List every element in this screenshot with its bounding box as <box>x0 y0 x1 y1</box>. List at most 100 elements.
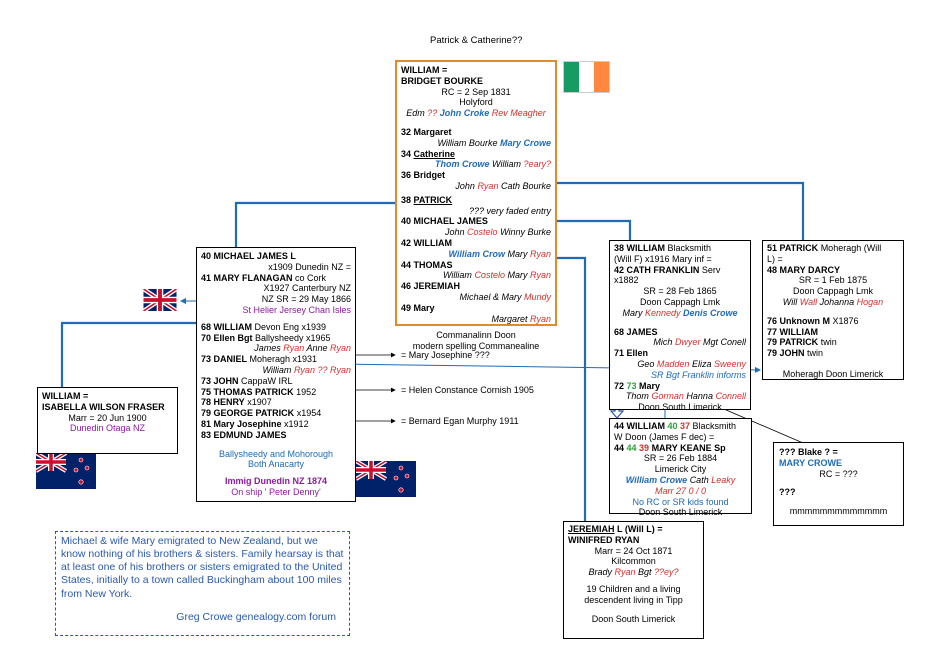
box-footer: Ballysheedy and Mohorough <box>218 448 334 459</box>
child-entry: 77 WILLIAM <box>767 326 818 337</box>
child-entry: 71 Ellen <box>614 348 649 359</box>
uk-flag-icon <box>143 289 177 311</box>
sponsors: John Costelo Winny Burke <box>401 227 551 238</box>
witness: Ryan <box>614 567 636 578</box>
spouse-name: 42 CATH FRANKLIN <box>614 264 700 275</box>
sponsor: ?eary? <box>523 159 551 170</box>
sponsor: William <box>492 159 521 170</box>
child-name: 75 THOMAS PATRICK <box>201 386 294 397</box>
child-entry: 40 MICHAEL JAMES <box>401 216 488 227</box>
sponsor: Hanna <box>686 391 713 402</box>
child-info: twin <box>818 337 837 348</box>
spouse-name: 48 MARY DARCY <box>767 264 841 275</box>
sponsor: Madden <box>656 358 690 369</box>
spouse-number: 44 <box>614 442 627 453</box>
sponsor: Dwyer <box>674 337 701 348</box>
sponsor: William Bourke <box>437 137 498 148</box>
death-info: X1927 Canterbury NZ <box>263 283 351 294</box>
age-note: 37 <box>680 421 691 431</box>
marriage-date: Marr = 24 Oct 1871 <box>594 545 673 556</box>
age-note: 44 <box>626 442 637 453</box>
sponsors: William Bourke Mary Crowe <box>401 138 551 149</box>
witness: John Croke <box>439 108 490 119</box>
age-note: 39 <box>639 442 650 453</box>
person-info: L) = <box>767 253 783 264</box>
sponsor: John <box>444 227 465 238</box>
child-name: 73 DANIEL <box>201 354 248 365</box>
marriage-date: Marr = 20 Jun 1900 <box>68 412 147 423</box>
child-entry: 70 Ellen Bgt Ballysheedy x1965 <box>201 333 351 344</box>
line-michael <box>234 201 398 250</box>
death-info: x1882 <box>614 275 639 286</box>
sponsor: Cath Bourke <box>500 180 551 191</box>
child-info: x1954 <box>294 408 322 419</box>
michael-james-box: 40 MICHAEL JAMES L x1909 Dunedin NZ = 41… <box>196 247 356 502</box>
sponsors: James Ryan Anne Ryan <box>201 343 351 354</box>
place: Holyford <box>459 97 493 108</box>
ireland-flag-icon <box>563 61 610 93</box>
spouse-name: MARY CROWE <box>779 457 842 468</box>
death-info: x1909 Dunedin NZ = <box>268 261 351 272</box>
child-name: 78 HENRY <box>201 397 245 408</box>
child-entry: 32 Margaret <box>401 126 452 137</box>
spouse-name: WINIFRED RYAN <box>568 534 640 545</box>
child-entry: 78 HENRY x1907 <box>201 397 351 408</box>
marriage-date: NZ SR = 29 May 1866 <box>261 294 351 305</box>
sponsor: Mundy <box>523 291 551 302</box>
informant-note: SR Bgt Franklin informs <box>650 369 746 380</box>
sponsor: Ryan <box>329 343 351 354</box>
annotation-text: = Helen Constance Cornish 1905 <box>401 385 534 395</box>
spouse-line: 42 CATH FRANKLIN Serv <box>614 265 746 276</box>
child-info: CappaW IRL <box>238 375 293 386</box>
line-william-fraser <box>60 321 196 388</box>
witness: Hogan <box>856 296 884 307</box>
child-entry: 36 Bridget <box>401 170 446 181</box>
child-entry: 42 WILLIAM <box>401 237 452 248</box>
child-info: 1952 <box>293 386 317 397</box>
sponsor: Anne <box>306 343 328 354</box>
marriage-place: St Helier Jersey Chan Isles <box>242 304 351 315</box>
sponsors: William Ryan ?? Ryan <box>201 365 352 376</box>
sponsor: Gorman <box>651 391 684 402</box>
records-note: No RC or SR kids found <box>632 496 729 507</box>
marriage-place: Kilcommon <box>611 556 656 567</box>
william-blacksmith-box: 38 WILLIAM Blacksmith (Will F) x1916 Mar… <box>609 240 751 412</box>
box-heading: WILLIAM = <box>42 391 89 401</box>
person-info: W Doon (James F dec) = <box>614 431 715 442</box>
child-entry: 38 PATRICK <box>401 195 551 206</box>
child-name: 73 JOHN <box>201 375 239 386</box>
rc-date: RC = 2 Sep 1831 <box>441 86 511 97</box>
person-name: 38 WILLIAM <box>614 243 665 253</box>
marriage-place: Doon Cappagh Lmk <box>792 286 874 297</box>
sponsors: ??? very faded entry <box>468 205 551 216</box>
child-entry: 68 JAMES <box>614 326 658 337</box>
placeholder-entry: mmmmmmmmmmmmm <box>789 506 888 517</box>
note-text: Michael & wife Mary emigrated to New Zea… <box>61 535 344 600</box>
sponsor: William <box>443 270 472 281</box>
sponsor: Michael & Mary <box>459 291 522 302</box>
marriage-place: Limerick City <box>654 464 707 475</box>
occupation: Blacksmith <box>690 421 737 431</box>
child-info: Ballysheedy x1965 <box>252 332 331 343</box>
witness: Kennedy <box>644 307 681 318</box>
child-entry: 79 GEORGE PATRICK x1954 <box>201 408 351 419</box>
child-entry: 81 Mary Josephine x1912 <box>201 419 351 430</box>
child-name: 79 PATRICK <box>767 337 819 348</box>
family-note: descendent living in Tipp <box>584 594 683 605</box>
sponsor: Ryan <box>529 270 551 281</box>
new-zealand-flag-icon <box>36 453 96 489</box>
death-info: (Will F) x1916 Mary inf = <box>614 253 712 264</box>
sponsor: Mary <box>507 248 528 259</box>
child-entry: 68 WILLIAM Devon Eng x1939 <box>201 322 351 333</box>
family-note: 19 Children and a living <box>586 583 681 594</box>
immigration-note: Immig Dunedin NZ 1874 <box>224 476 328 487</box>
child-name: 79 JOHN <box>767 348 805 359</box>
witness: Denis Crowe <box>683 307 738 318</box>
line-patrick <box>458 181 805 243</box>
box-heading: JEREMIAH L (Will L) = <box>568 524 699 535</box>
child-name: Mary <box>636 380 661 391</box>
child-info: twin <box>804 348 824 359</box>
child-info: x1912 <box>281 418 309 429</box>
child-name: 81 Mary Josephine <box>201 418 282 429</box>
sponsor: Sweeny <box>713 358 746 369</box>
